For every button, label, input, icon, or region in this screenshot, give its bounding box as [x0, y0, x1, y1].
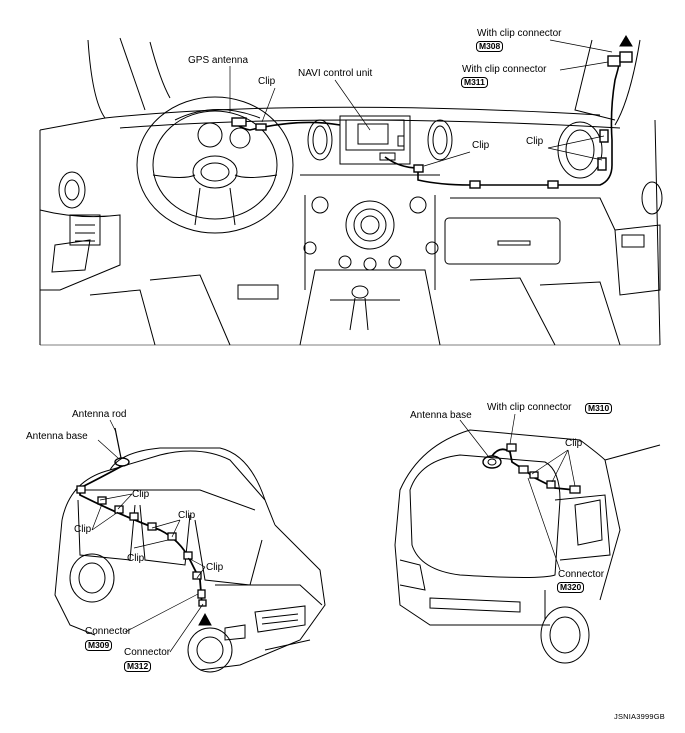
- clip-label-left-c: Clip: [178, 510, 196, 521]
- figure-id: JSNIA3999GB: [614, 712, 665, 721]
- connector-code-m320: M320: [557, 582, 585, 593]
- clip-label-right-1: Clip: [472, 140, 490, 151]
- clip-label-left-e: Clip: [206, 562, 224, 573]
- triangle-marker-icon: [198, 612, 212, 626]
- antenna-rod-label: Antenna rod: [72, 409, 127, 420]
- navi-control-unit-label: NAVI control unit: [298, 68, 373, 79]
- gps-antenna-label: GPS antenna: [188, 55, 249, 66]
- connector-code-m310: M310: [585, 403, 613, 414]
- steering-wheel: [136, 96, 294, 234]
- clip-label-left-b: Clip: [74, 524, 92, 535]
- clip-label-center: Clip: [258, 76, 276, 87]
- clip-label-right-2: Clip: [526, 136, 544, 147]
- connector-label-m309: Connector: [85, 626, 132, 637]
- connector-label-m320: Connector: [558, 569, 605, 580]
- clip-label-right-car: Clip: [565, 438, 583, 449]
- antenna-base-label-right: Antenna base: [410, 410, 472, 421]
- with-clip-connector-label-right: With clip connector: [487, 402, 572, 413]
- navi-unit-outline: [339, 115, 411, 165]
- connector-code-m309: M309: [85, 640, 113, 651]
- with-clip-connector-label-2: With clip connector: [462, 64, 547, 75]
- with-clip-connector-label-1: With clip connector: [477, 28, 562, 39]
- clip-label-left-a: Clip: [132, 489, 150, 500]
- connector-code-m308: M308: [476, 41, 504, 52]
- triangle-marker-icon: [619, 35, 633, 47]
- car-right-illustration: [394, 413, 661, 664]
- connector-label-m312: Connector: [124, 647, 171, 658]
- car-left-illustration: [54, 419, 326, 673]
- connector-code-m311: M311: [461, 77, 488, 88]
- dashboard-illustration: [39, 35, 663, 346]
- connector-code-m312: M312: [124, 661, 152, 672]
- antenna-base-label-left: Antenna base: [26, 431, 88, 442]
- clip-label-left-d: Clip: [127, 553, 145, 564]
